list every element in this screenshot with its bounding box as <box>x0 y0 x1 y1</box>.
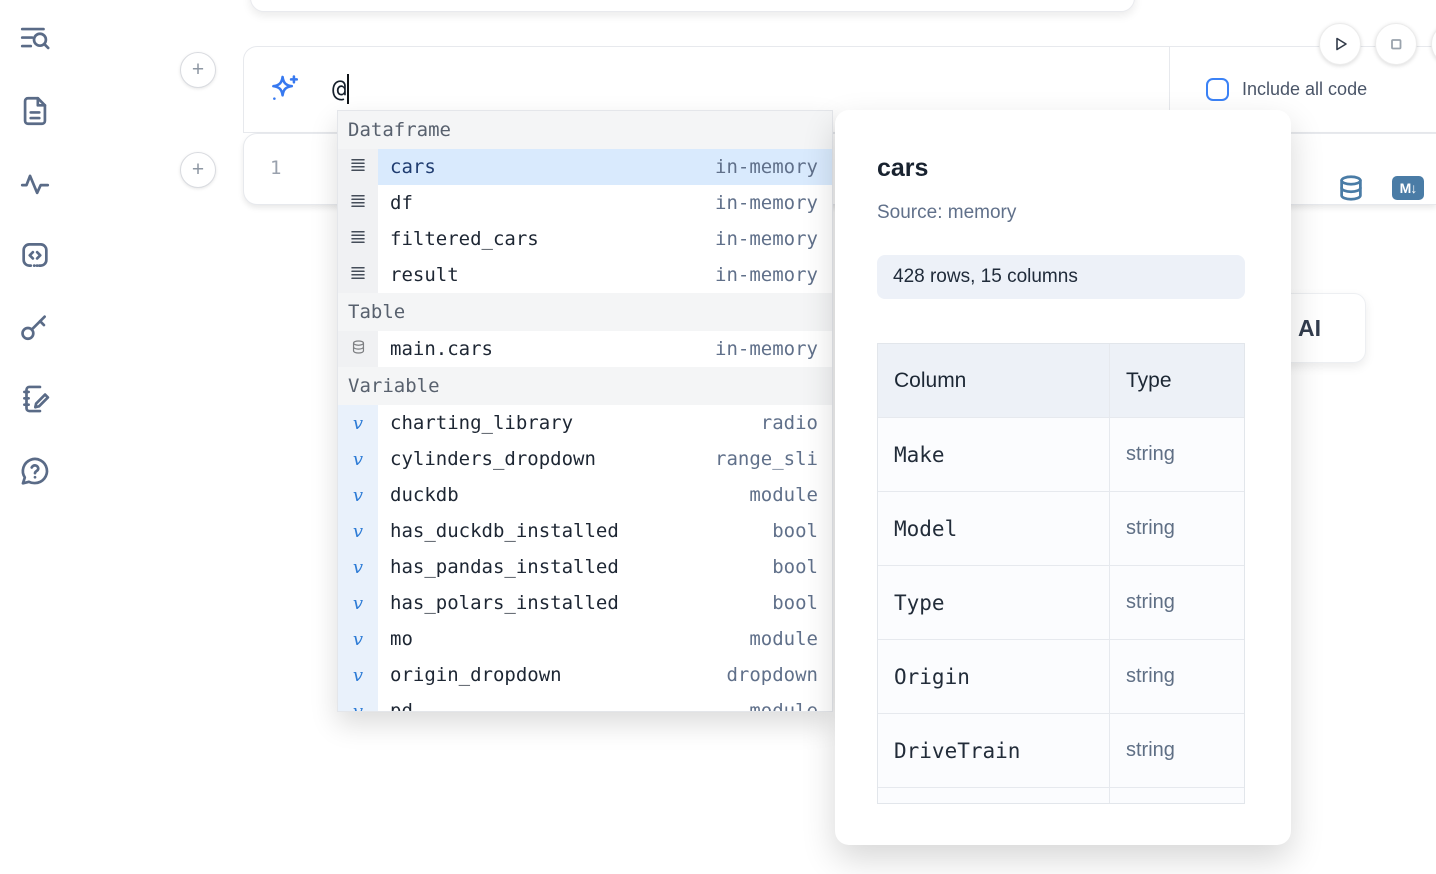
variable-icon: v <box>352 556 364 578</box>
variable-icon: v <box>352 412 364 434</box>
schema-header-row: Column Type <box>878 344 1244 418</box>
table-row: Model string <box>878 492 1244 566</box>
include-all-code-label: Include all code <box>1242 79 1368 99</box>
dataframe-icon <box>349 192 367 215</box>
stop-icon <box>1391 39 1402 50</box>
table-row <box>878 788 1244 803</box>
table-row: DriveTrain string <box>878 714 1244 788</box>
ai-prompt-value: @ <box>332 75 347 103</box>
stop-cell-button[interactable] <box>1375 23 1417 65</box>
help-chat-icon[interactable] <box>18 454 52 488</box>
previous-cell-remnant <box>250 0 1135 12</box>
database-icon[interactable] <box>1336 173 1366 203</box>
schema-header-type: Type <box>1126 368 1172 392</box>
key-icon[interactable] <box>18 310 52 344</box>
ai-button-label: AI <box>1298 314 1321 341</box>
dataframe-icon <box>349 156 367 179</box>
add-cell-above-button[interactable]: + <box>180 52 216 88</box>
section-header-table: Table <box>338 293 832 331</box>
text-cursor <box>347 74 350 104</box>
variable-icon: v <box>352 448 364 470</box>
table-row: Make string <box>878 418 1244 492</box>
dataframe-preview-popup: cars Source: memory 428 rows, 15 columns… <box>835 110 1291 845</box>
preview-title: cars <box>877 154 929 182</box>
sidebar <box>18 22 52 488</box>
table-row: Origin string <box>878 640 1244 714</box>
add-cell-below-button[interactable]: + <box>180 152 216 188</box>
dataframe-icon <box>349 264 367 287</box>
shape-badge: 428 rows, 15 columns <box>877 255 1245 299</box>
variable-icon: v <box>352 700 364 712</box>
notebook-pen-icon[interactable] <box>18 382 52 416</box>
markdown-convert-icon[interactable]: M↓ <box>1392 176 1424 200</box>
file-text-icon[interactable] <box>18 94 52 128</box>
run-cell-button[interactable] <box>1319 23 1361 65</box>
variable-icon: v <box>352 664 364 686</box>
dataframe-icon <box>349 228 367 251</box>
database-icon <box>350 338 367 361</box>
line-number: 1 <box>270 157 282 179</box>
variable-icon: v <box>352 628 364 650</box>
schema-header-column: Column <box>878 344 1110 417</box>
include-all-code-toggle[interactable]: Include all code <box>1206 78 1367 101</box>
panel-divider <box>1169 47 1170 132</box>
play-icon <box>1336 37 1347 51</box>
list-search-icon[interactable] <box>18 22 52 56</box>
section-header-dataframe: Dataframe <box>338 111 832 149</box>
variable-icon: v <box>352 520 364 542</box>
include-all-code-checkbox[interactable] <box>1206 78 1229 101</box>
preview-source: Source: memory <box>877 202 1017 223</box>
activity-icon[interactable] <box>18 166 52 200</box>
variable-icon: v <box>352 592 364 614</box>
schema-table: Column Type Make string Model string Typ… <box>877 343 1245 804</box>
table-row: Type string <box>878 566 1244 640</box>
code-square-icon[interactable] <box>18 238 52 272</box>
variable-icon: v <box>352 484 364 506</box>
section-header-variable: Variable <box>338 367 832 405</box>
ai-prompt-input[interactable]: @ <box>332 69 350 109</box>
sparkles-icon <box>267 72 301 106</box>
